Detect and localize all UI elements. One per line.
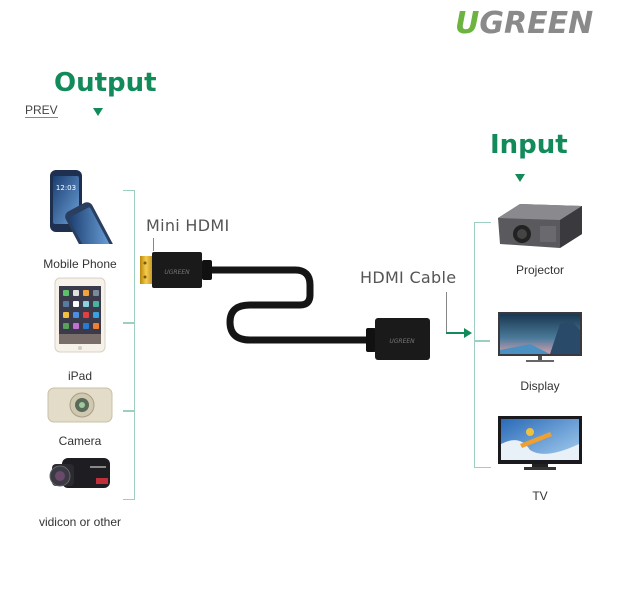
- tv-icon: [498, 416, 582, 470]
- output-device-label: Camera: [58, 434, 102, 448]
- input-bracket: [474, 222, 491, 468]
- output-bracket-tick: [123, 322, 134, 324]
- projector-icon: [498, 204, 582, 248]
- smartphone-icon: 12:03: [50, 170, 114, 262]
- mini-hdmi-gold-tip: [140, 256, 152, 284]
- right-arrow-icon: [464, 328, 472, 338]
- output-device-mobile-phone: 12:03 Mobile Phone: [30, 168, 130, 271]
- output-device-vidicon: vidicon or other: [30, 448, 130, 529]
- hdmi-cable-pointer-line: [446, 292, 447, 332]
- output-device-label: iPad: [67, 369, 93, 383]
- input-bracket-tick: [474, 340, 490, 342]
- input-device-projector: Projector: [490, 196, 590, 277]
- input-device-label: TV: [532, 489, 548, 503]
- connector-brand-text: UGREEN: [164, 269, 190, 276]
- input-device-label: Projector: [515, 263, 565, 277]
- prev-label: PREV: [25, 103, 58, 118]
- camera-icon: [47, 387, 113, 423]
- mini-hdmi-label: Mini HDMI: [146, 216, 230, 235]
- tablet-icon: [54, 277, 106, 353]
- svg-text:12:03: 12:03: [56, 184, 76, 192]
- hdmi-female-connector: [375, 318, 430, 360]
- prev-link[interactable]: PREV: [25, 103, 58, 118]
- output-heading: Output: [54, 68, 157, 98]
- monitor-icon: [498, 312, 582, 362]
- logo-rest: GREEN: [479, 6, 594, 41]
- input-down-arrow-icon: [515, 174, 525, 182]
- camcorder-icon: [49, 458, 110, 488]
- connector-brand-text: UGREEN: [389, 338, 415, 345]
- input-device-label: Display: [520, 379, 560, 393]
- mini-hdmi-pointer-line: [153, 238, 154, 251]
- output-device-ipad: iPad: [30, 276, 130, 383]
- input-heading: Input: [490, 130, 568, 160]
- output-arrow-line: [446, 332, 466, 334]
- ugreen-logo: UGREEN: [455, 6, 593, 41]
- mini-hdmi-connector: [152, 252, 202, 288]
- output-bracket: [123, 190, 135, 500]
- input-device-tv: TV: [490, 414, 590, 503]
- logo-first-letter: U: [455, 6, 480, 41]
- output-device-label: Mobile Phone: [43, 257, 117, 271]
- output-device-camera: Camera: [30, 385, 130, 448]
- input-device-display: Display: [490, 310, 590, 393]
- output-device-label: vidicon or other: [38, 515, 122, 529]
- hdmi-cable-illustration: UGREEN UGREEN: [140, 252, 430, 360]
- output-down-arrow-icon: [93, 108, 103, 116]
- output-bracket-tick: [123, 410, 134, 412]
- hdmi-cable-label: HDMI Cable: [360, 268, 457, 287]
